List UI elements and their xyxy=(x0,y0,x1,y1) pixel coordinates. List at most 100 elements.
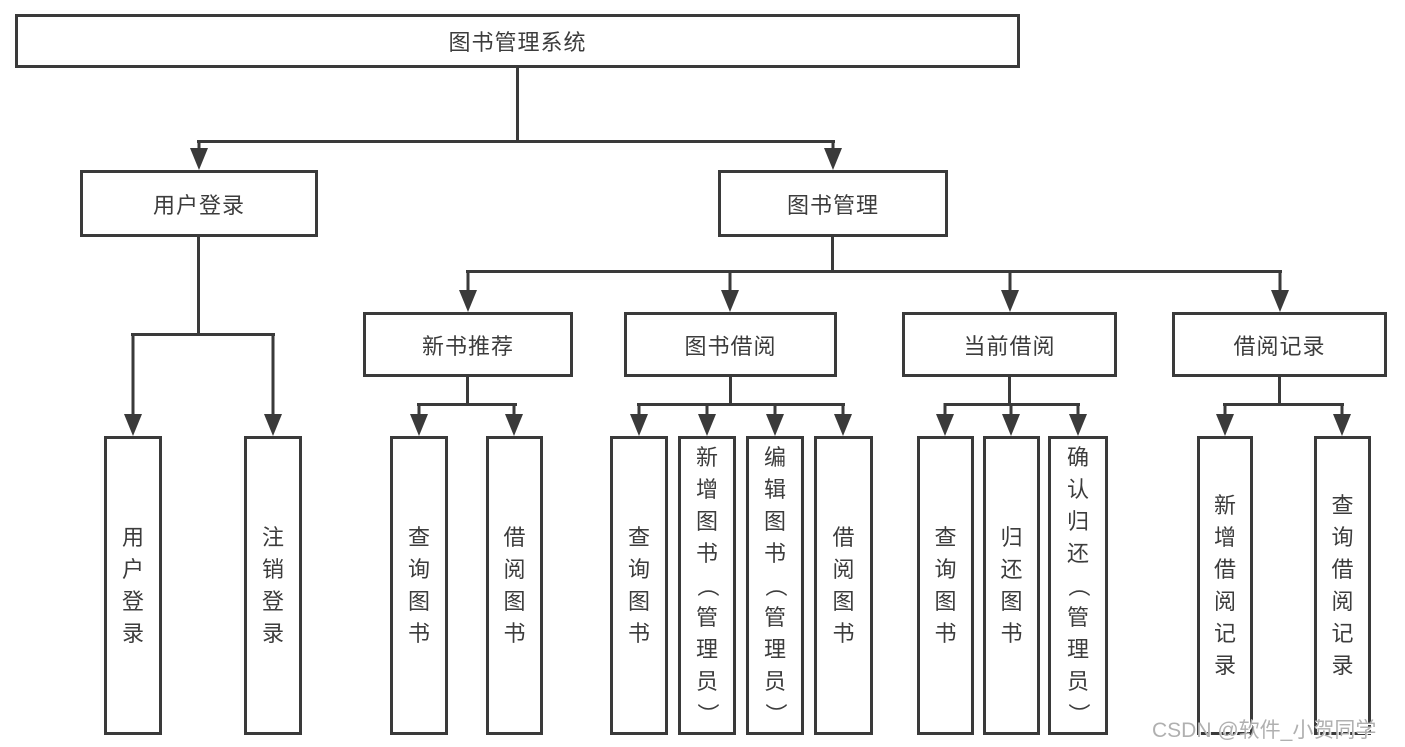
connector-vline xyxy=(1008,375,1011,405)
leaf-label: 查询图书 xyxy=(407,524,430,646)
leaf-query-books-recommend: 查询图书 xyxy=(390,436,448,735)
leaf-query-borrow-record: 查询借阅记录 xyxy=(1314,436,1371,735)
arrow-stem xyxy=(131,333,135,414)
arrow-stem xyxy=(1278,270,1282,290)
arrow-down-icon xyxy=(1271,270,1289,312)
node-new-book-recommend: 新书推荐 xyxy=(363,312,573,377)
arrow-down-icon xyxy=(834,403,852,436)
arrow-down-icon xyxy=(630,403,648,436)
arrowhead xyxy=(505,414,523,436)
leaf-query-books-borrow: 查询图书 xyxy=(610,436,668,735)
arrow-stem xyxy=(1076,403,1080,414)
arrow-down-icon xyxy=(1001,270,1019,312)
node-label: 图书管理 xyxy=(786,192,879,218)
arrowhead xyxy=(766,414,784,436)
arrowhead xyxy=(459,290,477,312)
arrow-down-icon xyxy=(410,403,428,436)
arrow-down-icon xyxy=(264,333,282,436)
leaf-label: 归还图书 xyxy=(1000,524,1023,646)
leaf-label: 用户登录 xyxy=(121,524,144,646)
arrowhead xyxy=(1069,414,1087,436)
connector-hline xyxy=(466,270,1282,273)
leaf-borrow-books-recommend: 借阅图书 xyxy=(486,436,543,735)
arrow-down-icon xyxy=(698,403,716,436)
arrow-stem xyxy=(943,403,947,414)
leaf-edit-books-admin: 编辑图书（管理员） xyxy=(746,436,804,735)
watermark: CSDN @软件_小贺同学 xyxy=(1152,719,1377,742)
leaf-borrow-books: 借阅图书 xyxy=(814,436,873,735)
node-current-borrow: 当前借阅 xyxy=(902,312,1117,377)
connector-hline xyxy=(417,403,517,406)
arrowhead xyxy=(1271,290,1289,312)
connector-hline xyxy=(1223,403,1344,406)
leaf-add-books-admin: 新增图书（管理员） xyxy=(678,436,736,735)
node-book-management: 图书管理 xyxy=(718,170,948,237)
arrow-stem xyxy=(773,403,777,414)
arrow-stem xyxy=(705,403,709,414)
connector-vline xyxy=(831,235,834,272)
arrowhead xyxy=(936,414,954,436)
node-label: 用户登录 xyxy=(152,192,245,218)
arrowhead xyxy=(1333,414,1351,436)
arrow-stem xyxy=(841,403,845,414)
node-label: 借阅记录 xyxy=(1233,333,1326,359)
arrowhead xyxy=(698,414,716,436)
arrowhead xyxy=(1002,414,1020,436)
leaf-user-login: 用户登录 xyxy=(104,436,162,735)
node-borrow-records: 借阅记录 xyxy=(1172,312,1387,377)
leaf-logout-login: 注销登录 xyxy=(244,436,302,735)
connector-vline xyxy=(466,375,469,405)
arrow-stem xyxy=(1008,270,1012,290)
arrow-stem xyxy=(1223,403,1227,414)
arrow-down-icon xyxy=(1002,403,1020,436)
connector-vline xyxy=(729,375,732,405)
arrowhead xyxy=(124,414,142,436)
connector-vline xyxy=(1278,375,1281,405)
arrowhead xyxy=(1216,414,1234,436)
arrow-down-icon xyxy=(824,141,842,170)
arrow-stem xyxy=(197,141,201,148)
connector-hline xyxy=(197,140,835,143)
connector-vline xyxy=(197,235,200,335)
arrow-stem xyxy=(512,403,516,414)
connector-vline xyxy=(516,66,519,143)
arrowhead xyxy=(630,414,648,436)
leaf-label: 查询借阅记录 xyxy=(1331,492,1354,678)
arrow-stem xyxy=(1009,403,1013,414)
arrow-down-icon xyxy=(505,403,523,436)
leaf-label: 编辑图书（管理员） xyxy=(762,444,788,725)
arrow-down-icon xyxy=(1216,403,1234,436)
arrow-stem xyxy=(637,403,641,414)
arrow-down-icon xyxy=(1333,403,1351,436)
arrow-stem xyxy=(1340,403,1344,414)
leaf-label: 借阅图书 xyxy=(832,524,855,646)
node-user-login: 用户登录 xyxy=(80,170,318,237)
node-book-borrow: 图书借阅 xyxy=(624,312,837,377)
arrow-down-icon xyxy=(1069,403,1087,436)
arrow-stem xyxy=(831,141,835,148)
connector-hline xyxy=(131,333,275,336)
arrowhead xyxy=(190,148,208,170)
arrow-stem xyxy=(466,270,470,290)
arrow-down-icon xyxy=(190,141,208,170)
leaf-label: 确认归还（管理员） xyxy=(1065,444,1091,725)
leaf-label: 新增借阅记录 xyxy=(1213,492,1236,678)
connector-hline xyxy=(637,403,845,406)
leaf-label: 借阅图书 xyxy=(503,524,526,646)
leaf-return-books: 归还图书 xyxy=(983,436,1040,735)
arrowhead xyxy=(824,148,842,170)
node-label: 当前借阅 xyxy=(963,333,1056,359)
arrowhead xyxy=(410,414,428,436)
arrow-stem xyxy=(417,403,421,414)
arrow-down-icon xyxy=(936,403,954,436)
leaf-query-books-current: 查询图书 xyxy=(917,436,974,735)
leaf-label: 新增图书（管理员） xyxy=(694,444,720,725)
arrowhead xyxy=(264,414,282,436)
arrow-down-icon xyxy=(124,333,142,436)
arrow-stem xyxy=(728,270,732,290)
leaf-label: 查询图书 xyxy=(627,524,650,646)
leaf-label: 查询图书 xyxy=(934,524,957,646)
node-label: 新书推荐 xyxy=(421,333,514,359)
arrow-down-icon xyxy=(766,403,784,436)
